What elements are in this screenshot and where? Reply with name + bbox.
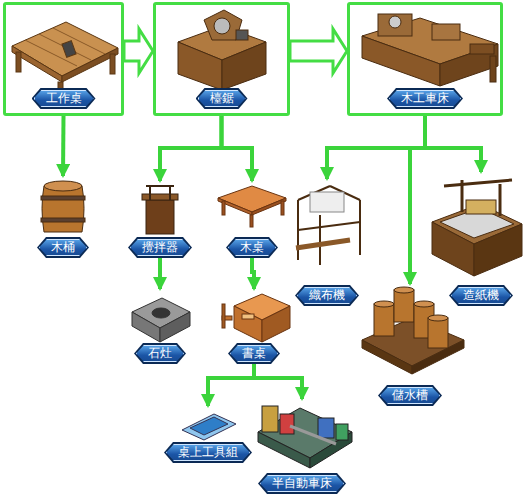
label-badge: 半自動車床 xyxy=(258,473,346,494)
item-label: 木桶 xyxy=(39,239,87,256)
item-label: 木桌 xyxy=(228,239,276,256)
tree-connector xyxy=(61,116,66,176)
item-label: 桌上工具組 xyxy=(166,444,250,461)
label-badge: 書桌 xyxy=(228,343,280,364)
water-tank-art xyxy=(362,287,464,374)
chevron-arrow xyxy=(290,29,347,73)
item-label: 織布機 xyxy=(297,287,357,304)
tree-connector xyxy=(158,258,162,289)
item-node: 木桶 xyxy=(30,176,96,258)
item-node: 造紙機 xyxy=(436,172,526,306)
label-badge: 木桌 xyxy=(226,237,278,258)
item-node: 半自動車床 xyxy=(252,399,352,494)
loom-art xyxy=(296,186,360,265)
item-node: 石灶 xyxy=(128,289,192,364)
paper-machine-art xyxy=(432,180,522,276)
item-label: 檯鋸 xyxy=(198,90,246,107)
item-label: 工作桌 xyxy=(34,90,94,107)
label-badge: 織布機 xyxy=(295,285,359,306)
item-label: 半自動車床 xyxy=(260,475,344,492)
item-label: 儲水槽 xyxy=(380,387,440,404)
item-label: 書桌 xyxy=(230,345,278,362)
label-badge: 桌上工具組 xyxy=(164,442,252,463)
item-node: 木桌 xyxy=(218,181,286,258)
item-node: 攪拌器 xyxy=(128,181,192,258)
table-art xyxy=(218,186,286,227)
churn-art xyxy=(142,186,178,234)
tree-connector xyxy=(160,116,222,181)
item-label: 攪拌器 xyxy=(130,239,190,256)
label-badge: 檯鋸 xyxy=(196,88,248,109)
tree-connector xyxy=(222,116,253,181)
item-label: 木工車床 xyxy=(389,90,461,107)
label-badge: 儲水槽 xyxy=(378,385,442,406)
tree-connector xyxy=(252,258,254,289)
item-label: 造紙機 xyxy=(451,287,511,304)
tree-connector xyxy=(410,116,425,284)
stove-art xyxy=(132,298,190,342)
wood-lathe-art xyxy=(362,14,498,86)
station-box: 檯鋸 xyxy=(153,2,290,116)
item-node: 書桌 xyxy=(218,289,290,364)
table-saw-art xyxy=(178,10,266,90)
station-box: 木工車床 xyxy=(347,2,503,116)
chevron-arrow xyxy=(124,29,153,73)
label-badge: 木桶 xyxy=(37,237,89,258)
label-badge: 工作桌 xyxy=(32,88,96,109)
label-badge: 木工車床 xyxy=(387,88,463,109)
desk-art xyxy=(222,294,290,342)
tree-connector xyxy=(208,364,254,406)
tree-connector xyxy=(425,116,481,172)
barrel-art xyxy=(41,181,85,232)
semi-auto-lathe-art xyxy=(258,406,352,468)
item-node: 桌上工具組 xyxy=(158,406,258,463)
item-node: 儲水槽 xyxy=(365,284,455,406)
station-box: 工作桌 xyxy=(3,2,124,116)
label-badge: 石灶 xyxy=(134,343,186,364)
label-badge: 攪拌器 xyxy=(128,237,192,258)
item-node: 織布機 xyxy=(288,179,366,306)
tool-set-art xyxy=(182,414,236,440)
label-badge: 造紙機 xyxy=(449,285,513,306)
item-label: 石灶 xyxy=(136,345,184,362)
tree-connector xyxy=(254,364,302,399)
